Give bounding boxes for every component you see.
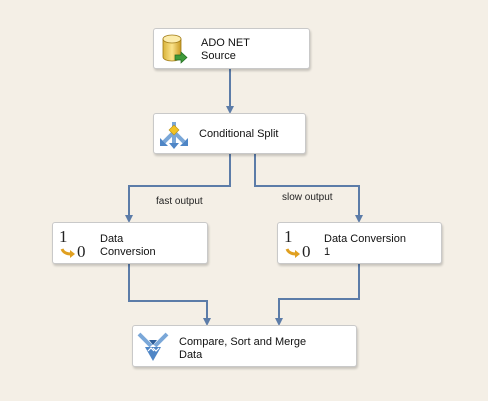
path-conversion-to-merge <box>128 264 211 326</box>
path-conversion1-to-merge <box>275 264 360 326</box>
data-conversion-icon: 1 0 <box>57 227 91 261</box>
component-compare-sort-merge[interactable]: Compare, Sort and Merge Data <box>132 325 357 367</box>
component-data-conversion[interactable]: 1 0 Data Conversion <box>52 222 208 264</box>
component-label-line2: 1 <box>324 246 331 258</box>
digit-zero: 0 <box>77 242 86 261</box>
path-label-slow-output: slow output <box>282 192 333 203</box>
component-label: Conditional Split <box>199 128 279 140</box>
conditional-split-icon <box>159 120 189 153</box>
component-label-line2: Data <box>179 349 203 361</box>
component-label-line1: Data <box>100 233 124 245</box>
component-label-line2: Source <box>201 50 236 62</box>
path-label-fast-output: fast output <box>156 196 203 207</box>
digit-one: 1 <box>59 227 68 246</box>
component-data-conversion-1[interactable]: 1 0 Data Conversion 1 <box>277 222 442 264</box>
path-fast-output <box>125 154 231 223</box>
digit-zero: 0 <box>302 242 311 261</box>
component-label-line1: ADO NET <box>201 37 250 49</box>
data-conversion-icon: 1 0 <box>282 227 316 261</box>
merge-funnel-icon <box>137 331 169 366</box>
component-label-line1: Compare, Sort and Merge <box>179 336 307 348</box>
path-slow-output <box>254 154 363 223</box>
component-conditional-split[interactable]: Conditional Split <box>153 113 306 154</box>
component-label-line2: Conversion <box>100 246 156 258</box>
digit-one: 1 <box>284 227 293 246</box>
database-cylinder-icon <box>161 34 189 67</box>
component-label-line1: Data Conversion <box>324 233 406 245</box>
component-ado-net-source[interactable]: ADO NET Source <box>153 28 310 69</box>
